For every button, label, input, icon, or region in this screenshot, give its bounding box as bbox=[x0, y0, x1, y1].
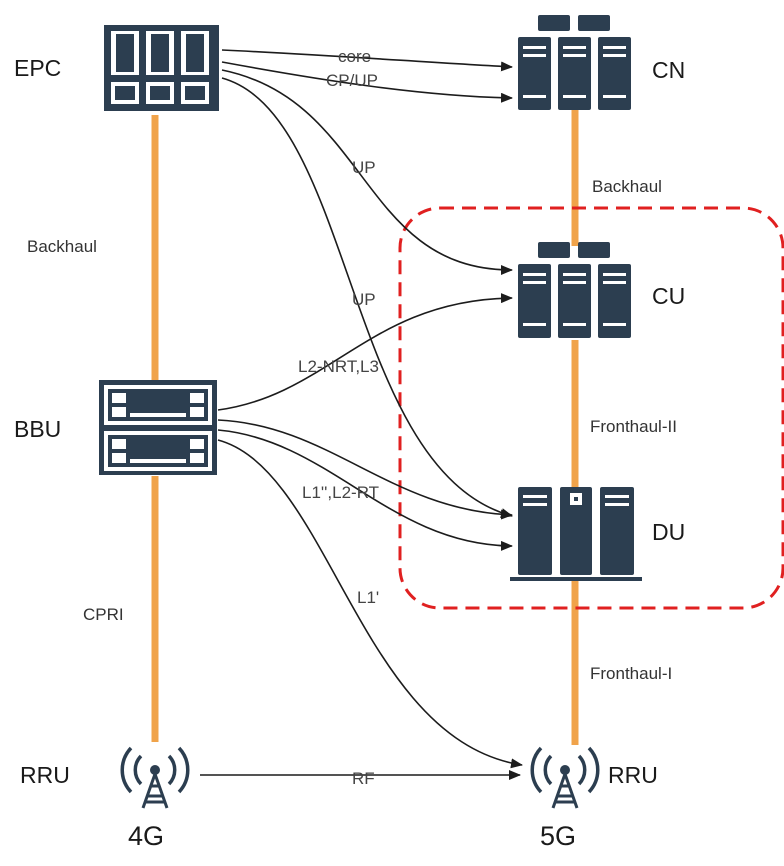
edge-label-rf: RF bbox=[352, 769, 375, 788]
edge-epc-du-up bbox=[221, 77, 513, 518]
rru-5g-device bbox=[530, 746, 600, 809]
rru-4g-label: RRU bbox=[20, 762, 70, 788]
bbu-device bbox=[99, 380, 217, 475]
edge-bbu-rru bbox=[217, 439, 523, 769]
baseband-unit-icon bbox=[99, 380, 217, 475]
edge-label-up-1: UP bbox=[352, 158, 376, 177]
epc-label: EPC bbox=[14, 55, 61, 81]
fronthaul-i-label: Fronthaul-I bbox=[590, 664, 672, 683]
generation-4g-label: 4G bbox=[128, 821, 164, 851]
edge-label-up-2: UP bbox=[352, 290, 376, 309]
radio-tower-icon bbox=[530, 746, 600, 809]
edge-label-l1pp-l2rt: L1'',L2-RT bbox=[302, 483, 379, 502]
rru-4g-device bbox=[120, 746, 190, 809]
edge-label-core: core bbox=[338, 47, 371, 66]
cn-label: CN bbox=[652, 57, 685, 83]
cn-device bbox=[518, 15, 631, 110]
du-device bbox=[510, 487, 642, 581]
bbu-label: BBU bbox=[14, 416, 61, 442]
backhaul-4g-label: Backhaul bbox=[27, 237, 97, 256]
server-stack-icon bbox=[518, 15, 631, 110]
cu-device bbox=[518, 242, 631, 338]
edge-label-cpup: CP/UP bbox=[326, 71, 378, 90]
edge-bbu-du-2 bbox=[217, 429, 513, 551]
du-cabinet-icon bbox=[510, 487, 642, 581]
rru-5g-label: RRU bbox=[608, 762, 658, 788]
backhaul-5g-label: Backhaul bbox=[592, 177, 662, 196]
server-rack-icon bbox=[104, 25, 219, 111]
edge-bbu-du-1 bbox=[217, 419, 513, 520]
edge-epc-cu-up bbox=[221, 69, 513, 275]
edge-epc-cn-cpup bbox=[221, 61, 513, 103]
edges bbox=[200, 49, 523, 780]
cpri-label: CPRI bbox=[83, 605, 124, 624]
du-label: DU bbox=[652, 519, 685, 545]
edge-bbu-cu bbox=[217, 293, 513, 411]
cu-label: CU bbox=[652, 283, 685, 309]
epc-device bbox=[104, 25, 219, 111]
radio-tower-icon bbox=[120, 746, 190, 809]
fronthaul-ii-label: Fronthaul-II bbox=[590, 417, 677, 436]
generation-5g-label: 5G bbox=[540, 821, 576, 851]
edge-label-l1p: L1' bbox=[357, 588, 379, 607]
edge-label-l2nrt-l3: L2-NRT,L3 bbox=[298, 357, 379, 376]
server-stack-icon bbox=[518, 242, 631, 338]
edge-epc-cn-core bbox=[221, 49, 513, 72]
